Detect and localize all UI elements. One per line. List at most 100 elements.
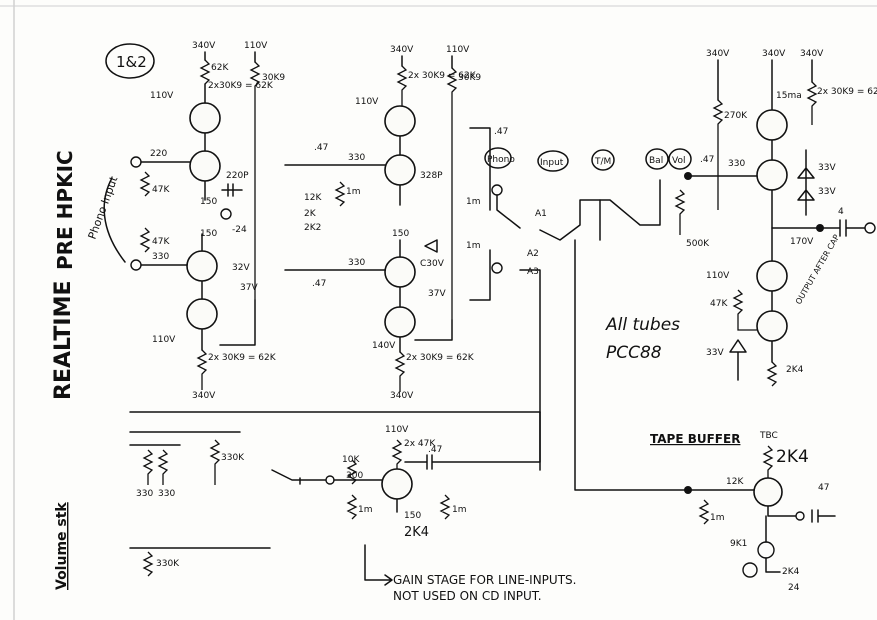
s1-r220: 220	[150, 149, 167, 159]
switch-tape-mon-label: T/M	[594, 157, 611, 167]
s2-bias110: 110V	[355, 97, 379, 107]
switch-a1: A1	[535, 209, 547, 219]
line-tube	[381, 468, 413, 500]
line-r2k4: 2K4	[404, 525, 429, 540]
s2-r330-a: 330	[348, 153, 365, 163]
s3-v33-b: 33V	[818, 187, 836, 197]
s2-tube-4	[384, 306, 416, 338]
s2-r30k9-label: 30K9	[458, 73, 481, 83]
s3-v110: 110V	[706, 271, 730, 281]
switch-bal[interactable]	[645, 148, 669, 170]
switch-bal-label: Bal	[649, 156, 663, 166]
s1-tube-4	[186, 298, 218, 330]
s2-tube-1	[384, 105, 416, 137]
s2-c328p: 328P	[420, 171, 443, 181]
s3-v170: 170V	[790, 237, 814, 247]
tb-transistor	[742, 562, 758, 578]
s1-tube-1	[189, 102, 221, 134]
phono-jack-bottom[interactable]	[130, 259, 142, 271]
s3-r500k	[674, 189, 686, 235]
s3-current: 15ma	[776, 91, 802, 101]
s2-tube-2	[384, 154, 416, 186]
s2-r-top	[396, 65, 408, 106]
s1-r330: 330	[152, 252, 169, 262]
s2-r-bot-label: 2x 30K9 = 62K	[406, 353, 475, 363]
switch-vol[interactable]	[668, 148, 692, 170]
s1-tube-2	[189, 150, 221, 182]
switch-input-label: Input	[540, 158, 564, 168]
s2-v110: 110V	[446, 45, 470, 55]
tb-out-node	[795, 511, 805, 521]
s3-tube-3	[756, 260, 788, 292]
s2-diode	[424, 239, 438, 253]
s2-r330-b: 330	[348, 258, 365, 268]
switch-tape-mon[interactable]	[591, 149, 615, 171]
s3-r-top	[806, 81, 818, 125]
tb-v24: 24	[788, 583, 800, 593]
line-r330-b: 330	[158, 489, 175, 499]
s3-tube-4	[756, 310, 788, 342]
s1-r30k9-label: 30K9	[262, 73, 285, 83]
s2-r12k: 12K	[304, 193, 322, 203]
line-r150: 150	[404, 511, 421, 521]
s1-bias110: 110V	[150, 91, 174, 101]
stage2: 340V 110V 2x 30K9 = 62K 30K9 110V .47 .4…	[284, 45, 508, 401]
s1-v110: 110V	[244, 41, 268, 51]
s1-rails	[204, 51, 256, 63]
tb-v-top: TBC	[759, 431, 778, 441]
s2-v140: 140V	[372, 341, 396, 351]
s3-output-jack[interactable]	[864, 222, 876, 234]
s3-r330: 330	[728, 159, 745, 169]
s3-r270k	[712, 99, 724, 210]
s2-v37: 37V	[428, 289, 446, 299]
s2-r-bot	[394, 351, 406, 392]
line-r330k-b-label: 330K	[156, 559, 180, 569]
s3-output-cap	[771, 219, 866, 237]
gain-note-arrow	[364, 544, 393, 586]
s1-v110-bot: 110V	[152, 335, 176, 345]
s2-r150: 150	[392, 229, 409, 239]
tb-r2k4	[762, 445, 774, 478]
s1-v32: 32V	[232, 263, 250, 273]
line-r1m-b: 1m	[452, 505, 467, 515]
s3-c47: .47	[700, 155, 714, 165]
s1-r47k-a: 47K	[152, 185, 170, 195]
s3-node-out	[816, 224, 824, 232]
tube-type-note: PCC88	[606, 343, 662, 363]
tape-buffer-title: TAPE BUFFER	[650, 432, 740, 446]
line-r1m-pair	[346, 494, 451, 520]
switch-a2: A2	[527, 249, 539, 259]
switch-a3: A3	[527, 267, 539, 277]
s2-tube-3	[384, 256, 416, 288]
s3-tube-2	[756, 159, 788, 191]
s1-r150-b: 150	[200, 229, 217, 239]
s2-c47-c: .47	[494, 127, 508, 137]
s3-zeners	[797, 149, 815, 216]
s3-r47k-label: 47K	[710, 299, 728, 309]
s2-r-top-label: 2x 30K9 = 62K	[408, 71, 477, 81]
phono-jack-top[interactable]	[130, 156, 142, 168]
s2-output-wires	[414, 127, 491, 341]
page-mark: 1&2	[116, 53, 147, 71]
s2-rails	[401, 55, 453, 69]
switch-wiper	[496, 179, 661, 241]
s1-r47k-b: 47K	[152, 237, 170, 247]
tb-r1m-label: 1m	[710, 513, 725, 523]
phono-bracket	[103, 177, 126, 263]
switch-input[interactable]	[537, 150, 569, 172]
s2-vc30: C30V	[420, 259, 445, 269]
s1-r150-a: 150	[200, 197, 217, 207]
s1-tube-wires	[201, 83, 206, 351]
s2-v340: 340V	[390, 45, 414, 55]
s3-zener-bot	[729, 339, 747, 381]
s3-tube-1	[756, 109, 788, 141]
s3-r47k	[732, 289, 757, 331]
tb-out-cap	[767, 505, 836, 523]
s3-r270k-label: 270K	[724, 111, 748, 121]
line-r330k-pair	[142, 449, 169, 485]
s1-r-bot-label: 2x 30K9 = 62K	[208, 353, 277, 363]
switch-phono[interactable]	[484, 147, 512, 169]
s3-r2k4	[766, 361, 778, 387]
tb-r2k4-b: 2K4	[782, 567, 800, 577]
